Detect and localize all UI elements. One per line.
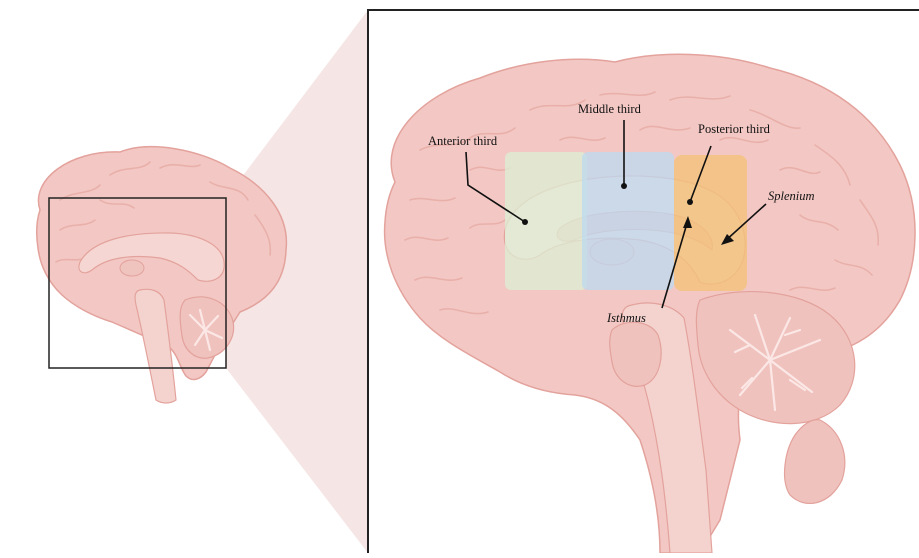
- anterior-dot: [522, 219, 528, 225]
- region-middle-third: [582, 152, 674, 290]
- region-anterior-third: [505, 152, 587, 290]
- middle-dot: [621, 183, 627, 189]
- posterior-third-label: Posterior third: [698, 122, 771, 136]
- splenium-label: Splenium: [768, 189, 815, 203]
- anterior-third-label: Anterior third: [428, 134, 498, 148]
- posterior-dot: [687, 199, 693, 205]
- middle-third-label: Middle third: [578, 102, 642, 116]
- region-posterior-third: [674, 155, 747, 291]
- isthmus-label: Isthmus: [606, 311, 646, 325]
